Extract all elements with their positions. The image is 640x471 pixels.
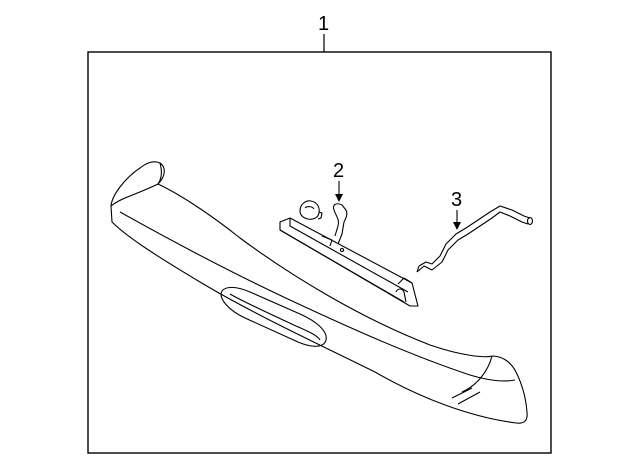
- callout-3: 3: [451, 189, 462, 230]
- callout-3-label: 3: [451, 189, 462, 211]
- wire-bracket: [416, 205, 534, 273]
- callout-2: 2: [333, 160, 344, 202]
- stop-lamp-assembly: [279, 200, 419, 307]
- callout-1-label: 1: [318, 13, 329, 35]
- rear-spoiler: [110, 161, 528, 424]
- callout-1: 1: [318, 13, 329, 52]
- diagram-frame: [87, 51, 552, 454]
- callout-2-label: 2: [333, 160, 344, 182]
